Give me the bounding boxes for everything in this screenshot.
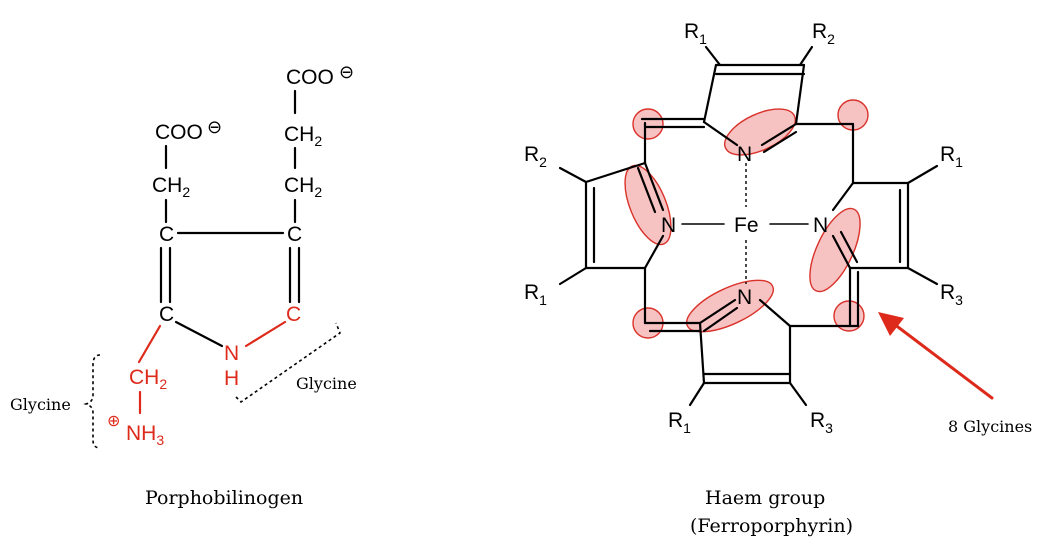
ch2-red-label: CH2 (129, 366, 167, 392)
minus-charge-right: ⊖ (339, 62, 354, 82)
glycine-bracket-left (83, 354, 101, 449)
ring-carbon-c5-red: C (286, 303, 301, 326)
bond-r1-bottom (688, 381, 706, 407)
bond-top-n-ca-a (760, 122, 798, 147)
r3-bottom-right: R3 (810, 409, 833, 436)
r1-left-bottom: R1 (524, 281, 547, 308)
coo-right-label: COO (286, 66, 334, 89)
bond-bottom-ca-cb-left (698, 321, 706, 385)
r2-left-top: R2 (524, 143, 547, 170)
ch2-right-bottom-label: CH2 (284, 174, 322, 200)
ring-nitrogen-red: N (224, 342, 239, 365)
plus-charge: ⊕ (107, 413, 120, 430)
r3-right-bottom: R3 (940, 281, 963, 308)
bond-top-cb-ca-right (794, 63, 806, 126)
highlight-n-right (809, 207, 861, 293)
bond-c2-n (174, 320, 224, 348)
ring-hydrogen-red: H (224, 367, 239, 390)
bond-top-cb-ca-left (702, 63, 718, 124)
bond-top-ca-n (702, 120, 739, 147)
ring-carbon-c3: C (159, 223, 174, 246)
bond-r3-right (906, 266, 939, 286)
bond-bottom-n-ca (758, 298, 792, 328)
nitrogen-bottom: N (737, 286, 752, 309)
nh3-red-label: NH3 (126, 422, 164, 448)
nitrogen-top: N (737, 143, 752, 166)
porphobilinogen-caption: Porphobilinogen (145, 487, 303, 509)
bond-r2-left (558, 166, 588, 184)
glycine-bracket-right (235, 322, 341, 404)
bond-right-n-ca-b (839, 230, 859, 264)
glycine-arrow-head (878, 312, 904, 336)
r2-top-right: R2 (812, 20, 835, 47)
bond-n-c5-red (244, 320, 287, 348)
haem-structure: Fe N N N N R1 R2 R2 R1 R1 R3 R1 R3 8 Gly… (524, 20, 1032, 537)
haem-caption-line1: Haem group (705, 487, 825, 509)
coo-left-label: COO (155, 121, 203, 144)
bond-left-ca-n-b (636, 166, 657, 214)
bond-left-ca-cb-top (584, 161, 647, 184)
r1-top-left: R1 (684, 20, 707, 47)
bond-r1-top (704, 45, 722, 67)
ch2-right-top-label: CH2 (284, 123, 322, 149)
bond-bottom-ca-n-a (698, 298, 737, 325)
bond-r3-bottom (788, 381, 808, 407)
nitrogen-right: N (813, 214, 828, 237)
bond-bottom-ca-n-b (702, 306, 739, 333)
porphobilinogen-structure: COO ⊖ CH2 COO ⊖ CH2 CH2 C C C C N H CH2 … (10, 62, 357, 509)
bond-r1-right (906, 164, 939, 185)
bond-c2-ch2-red (137, 324, 162, 364)
glycine-arrow-shaft (892, 322, 994, 400)
bond-right-n-ca-a (831, 234, 852, 270)
ring-carbon-c4: C (287, 223, 302, 246)
minus-charge-left: ⊖ (207, 117, 222, 137)
bond-left-ca-n-a (643, 161, 665, 212)
ch2-left-label: CH2 (152, 174, 190, 200)
highlight-n-bottom (686, 279, 774, 333)
highlight-meso-top-left (632, 108, 664, 140)
glycine-label-left: Glycine (10, 395, 71, 414)
glycines-label: 8 Glycines (948, 417, 1032, 436)
nitrogen-left: N (661, 214, 676, 237)
bond-r1-left (558, 266, 588, 286)
bond-top-n-ca-b (762, 130, 798, 154)
bond-right-ca-n (831, 181, 855, 212)
ring-carbon-c2: C (159, 303, 174, 326)
iron-atom: Fe (734, 214, 759, 237)
r1-right-top: R1 (940, 143, 963, 170)
bond-r2-top (798, 45, 814, 67)
r1-bottom-left: R1 (668, 409, 691, 436)
haem-caption-line2: (Ferroporphyrin) (690, 515, 853, 537)
highlight-n-top (724, 108, 796, 156)
bond-left-n-ca (643, 234, 665, 270)
glycine-label-right: Glycine (296, 374, 357, 393)
